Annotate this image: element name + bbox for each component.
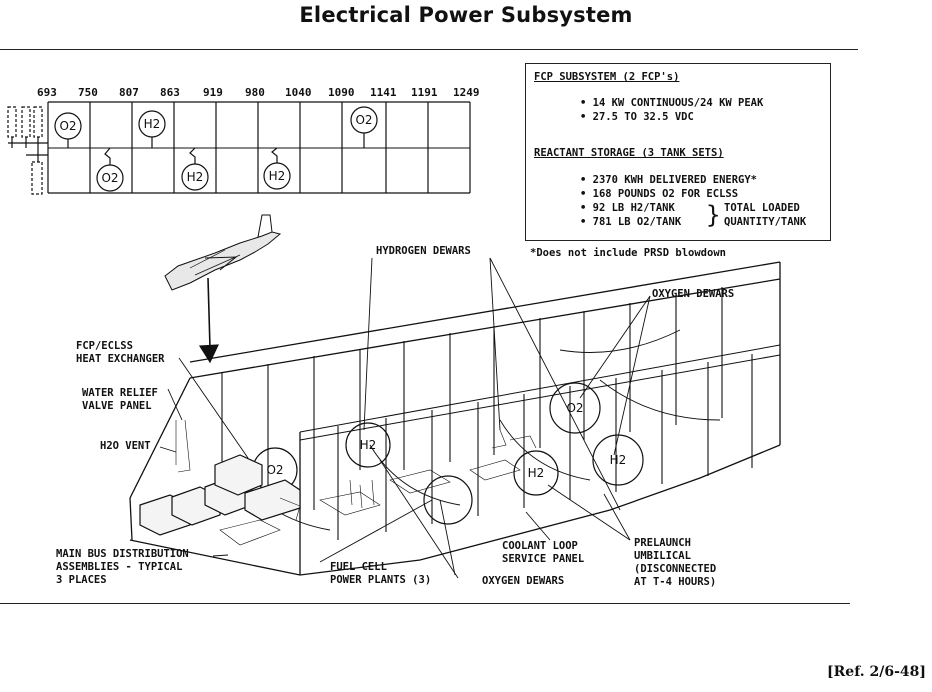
station-label: 693	[37, 86, 57, 99]
tank-label-o2: O2	[566, 401, 583, 415]
brace: }	[706, 201, 721, 229]
reactant-item: • 781 LB O2/TANK	[580, 216, 682, 228]
tank-label-o2: O2	[266, 463, 283, 477]
station-label: 1040	[285, 86, 312, 99]
callout-main-bus: MAIN BUS DISTRIBUTION ASSEMBLIES - TYPIC…	[56, 548, 189, 586]
dewar-o2-aft	[549, 382, 601, 434]
callout-coolant-loop: COOLANT LOOP SERVICE PANEL	[502, 540, 585, 565]
callout-fcp-eclss: FCP/ECLSS HEAT EXCHANGER	[76, 340, 165, 365]
tank-label-o2: O2	[101, 171, 118, 185]
total-loaded-label: TOTAL LOADED	[724, 202, 800, 214]
fcp-heading: FCP SUBSYSTEM (2 FCP's)	[534, 71, 680, 83]
tank-label-o2: O2	[355, 113, 372, 127]
reactant-item: • 92 LB H2/TANK	[580, 202, 675, 214]
dewar-h2-aft	[592, 434, 644, 486]
fuel-cell-boxes	[139, 454, 301, 536]
callout-h2o-vent: H2O VENT	[100, 440, 151, 452]
leader-lines	[159, 257, 651, 579]
reactant-item: • 168 POUNDS O2 FOR ECLSS	[580, 188, 739, 200]
fcp-item: • 14 KW CONTINUOUS/24 KW PEAK	[580, 97, 764, 109]
top-divider	[0, 49, 858, 50]
tank-label-o2: O2	[59, 119, 76, 133]
manifold-left	[7, 106, 43, 195]
bottom-divider	[0, 603, 850, 604]
tank-label-h2: H2	[144, 117, 161, 131]
station-grid	[47, 101, 471, 194]
tank-label-h2: H2	[269, 169, 286, 183]
callout-fuel-cell: FUEL CELL POWER PLANTS (3)	[330, 561, 432, 586]
reactant-item: • 2370 KWH DELIVERED ENERGY*	[580, 174, 758, 186]
callout-hydrogen-dewars: HYDROGEN DEWARS	[376, 245, 471, 257]
callout-oxygen-dewars-top: OXYGEN DEWARS	[652, 288, 735, 300]
station-label: 1191	[411, 86, 438, 99]
station-label: 1141	[370, 86, 397, 99]
frame-ribs	[221, 287, 753, 540]
dewar-o2-mid	[423, 475, 473, 525]
quantity-tank-label: QUANTITY/TANK	[724, 216, 807, 228]
dewar-h2-1	[345, 422, 391, 468]
tank-label-h2: H2	[610, 453, 627, 467]
tank-label-h2: H2	[187, 170, 204, 184]
station-label: 1249	[453, 86, 480, 99]
callout-oxygen-dewars-bottom: OXYGEN DEWARS	[482, 575, 565, 587]
reactant-heading: REACTANT STORAGE (3 TANK SETS)	[534, 147, 724, 159]
station-label: 980	[245, 86, 265, 99]
fcp-info-box: FCP SUBSYSTEM (2 FCP's) • 14 KW CONTINUO…	[525, 63, 831, 241]
callout-prelaunch: PRELAUNCH UMBILICAL (DISCONNECTED AT T-4…	[634, 537, 717, 588]
dewar-h2-2	[513, 450, 559, 496]
tank-labels: O2 H2 O2 O2 H2 H2 O2 H2 H2 O2 H2	[59, 113, 626, 480]
fcp-item: • 27.5 TO 32.5 VDC	[580, 111, 694, 123]
callout-water-relief: WATER RELIEF VALVE PANEL	[82, 387, 158, 412]
station-label: 919	[203, 86, 223, 99]
orbiter-icon	[164, 214, 282, 291]
station-label: 1090	[328, 86, 355, 99]
tank-label-h2: H2	[528, 466, 545, 480]
station-label: 750	[78, 86, 98, 99]
footnote: *Does not include PRSD blowdown	[530, 247, 726, 259]
tank-label-h2: H2	[360, 438, 377, 452]
reference-label: [Ref. 2/6-48]	[827, 664, 926, 680]
page-title: Electrical Power Subsystem	[299, 3, 633, 27]
station-label: 863	[160, 86, 180, 99]
station-label: 807	[119, 86, 139, 99]
